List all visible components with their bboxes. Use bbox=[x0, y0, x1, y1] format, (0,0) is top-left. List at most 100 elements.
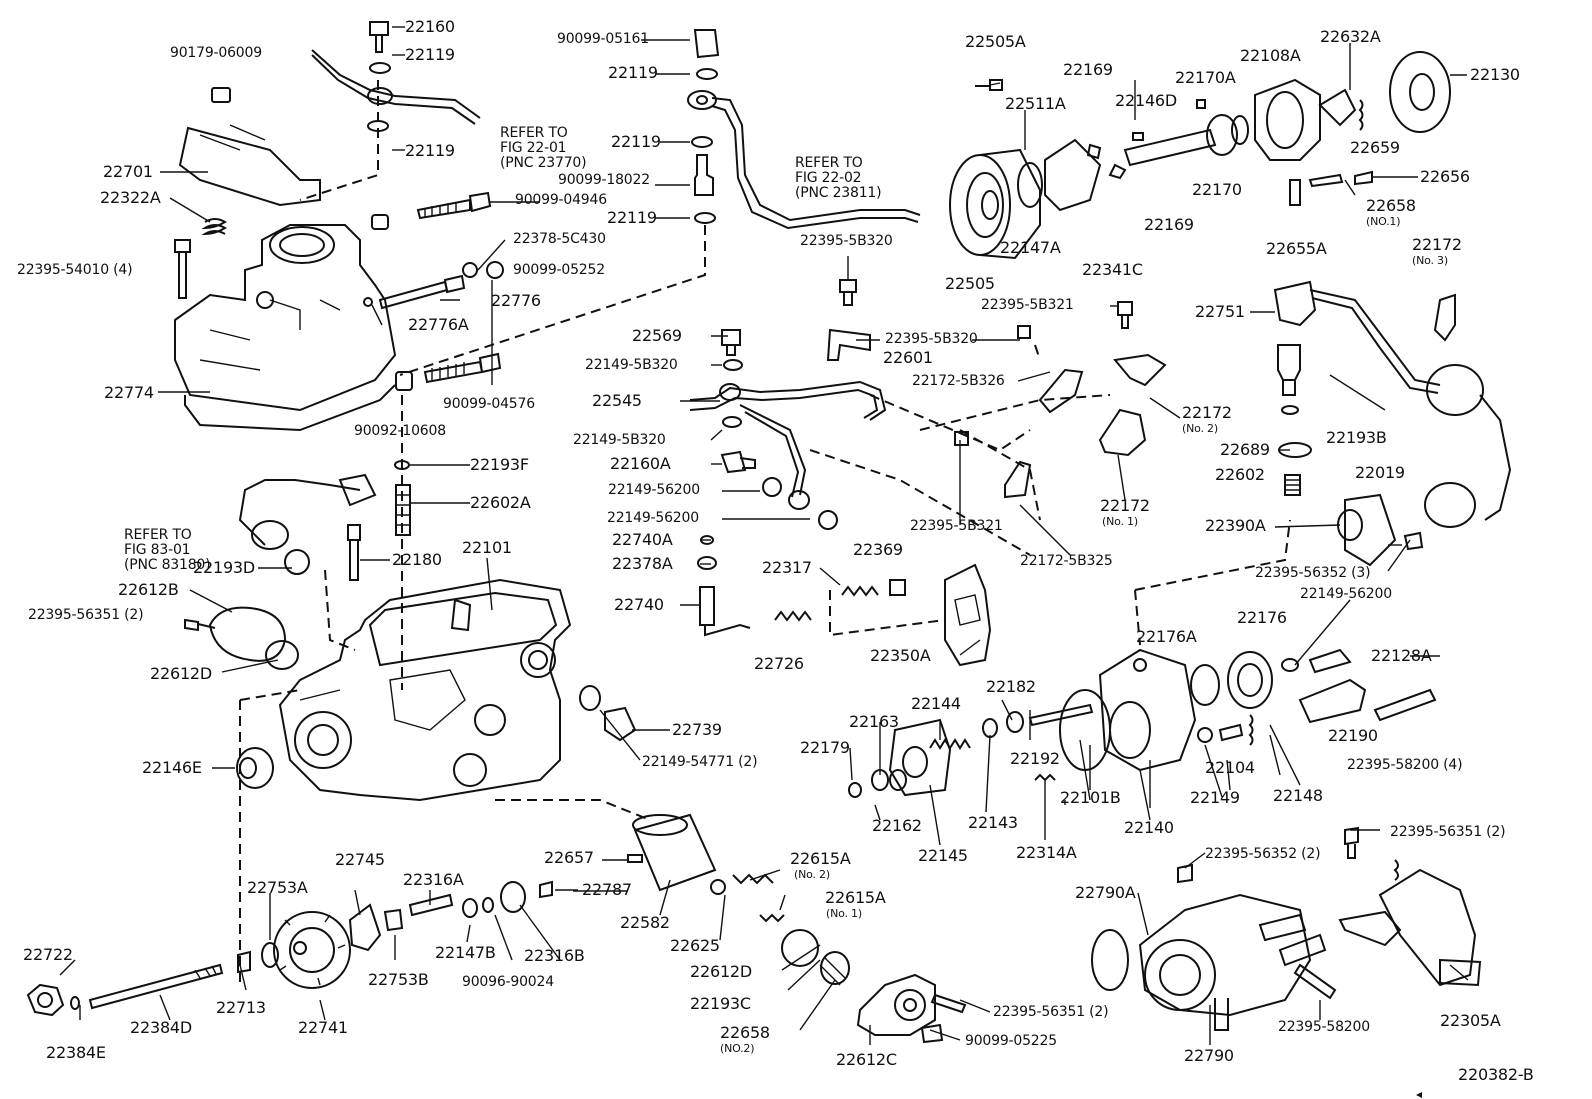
part-label-22149-56200: 22149-56200 bbox=[608, 482, 700, 498]
part-label-22790: 22790 bbox=[1184, 1046, 1234, 1065]
part-label-22140: 22140 bbox=[1124, 818, 1174, 837]
part-label-22193B: 22193B bbox=[1326, 428, 1387, 447]
part-label-90099-18022: 90099-18022 bbox=[558, 172, 650, 188]
part-label-90099-05225: 90099-05225 bbox=[965, 1033, 1057, 1049]
part-label-22180: 22180 bbox=[392, 550, 442, 569]
part-label-22378A: 22378A bbox=[612, 554, 673, 573]
part-label-22193F: 22193F bbox=[470, 455, 529, 474]
part-label-90092-10608: 90092-10608 bbox=[354, 423, 446, 439]
part-label-22658-no1: 22658 bbox=[1366, 196, 1416, 215]
part-label-22146E: 22146E bbox=[142, 758, 202, 777]
part-label-22569: 22569 bbox=[632, 326, 682, 345]
part-label-22163: 22163 bbox=[849, 712, 899, 731]
part-label-22108A: 22108A bbox=[1240, 46, 1301, 65]
part-label-22149-56200: 22149-56200 bbox=[607, 510, 699, 526]
part-label-22130: 22130 bbox=[1470, 65, 1520, 84]
part-label-22601: 22601 bbox=[883, 348, 933, 367]
part-label-22395-5B320: 22395-5B320 bbox=[885, 331, 978, 347]
part-label-22739: 22739 bbox=[672, 720, 722, 739]
part-label-22169: 22169 bbox=[1144, 215, 1194, 234]
part-label-22119: 22119 bbox=[611, 132, 661, 151]
part-label-22390A: 22390A bbox=[1205, 516, 1266, 535]
part-label-22701: 22701 bbox=[103, 162, 153, 181]
part-label-22176A: 22176A bbox=[1136, 627, 1197, 646]
part-label-22395-58200: 22395-58200 bbox=[1278, 1019, 1370, 1035]
part-label-22172-5B325: 22172-5B325 bbox=[1020, 553, 1113, 569]
part-label-22505: 22505 bbox=[945, 274, 995, 293]
part-label-22625: 22625 bbox=[670, 936, 720, 955]
part-label-22119: 22119 bbox=[608, 63, 658, 82]
part-label-22776A: 22776A bbox=[408, 315, 469, 334]
part-label-22395-54010: 22395-54010 (4) bbox=[17, 262, 133, 278]
part-label-22658-no2: 22658 bbox=[720, 1023, 770, 1042]
part-label-22655A: 22655A bbox=[1266, 239, 1327, 258]
part-label-22172-5B326: 22172-5B326 bbox=[912, 373, 1005, 389]
part-label-22119: 22119 bbox=[405, 141, 455, 160]
part-label-22656: 22656 bbox=[1420, 167, 1470, 186]
part-label-22176: 22176 bbox=[1237, 608, 1287, 627]
part-label-22602A: 22602A bbox=[470, 493, 531, 512]
part-label-22350A: 22350A bbox=[870, 646, 931, 665]
part-label-22726: 22726 bbox=[754, 654, 804, 673]
part-label-22160A: 22160A bbox=[610, 454, 671, 473]
part-label-22395-58200-4: 22395-58200 (4) bbox=[1347, 757, 1463, 773]
part-label-22632A: 22632A bbox=[1320, 27, 1381, 46]
part-label-22149-5B320: 22149-5B320 bbox=[585, 357, 678, 373]
assembly-dashed-lines bbox=[239, 80, 1291, 985]
part-label-22395-56352: 22395-56352 (2) bbox=[1205, 846, 1321, 862]
part-label-22395-56351: 22395-56351 (2) bbox=[1390, 824, 1506, 840]
part-label-22322A: 22322A bbox=[100, 188, 161, 207]
part-label-22395-5B321: 22395-5B321 bbox=[981, 297, 1074, 313]
part-label-22369: 22369 bbox=[853, 540, 903, 559]
part-label-22162: 22162 bbox=[872, 816, 922, 835]
part-label-22144: 22144 bbox=[911, 694, 961, 713]
part-label-22170: 22170 bbox=[1192, 180, 1242, 199]
part-label-22148: 22148 bbox=[1273, 786, 1323, 805]
part-label-90099-04576: 90099-04576 bbox=[443, 396, 535, 412]
part-label-22145: 22145 bbox=[918, 846, 968, 865]
part-label-22149-56200: 22149-56200 bbox=[1300, 586, 1392, 602]
part-label-22582: 22582 bbox=[620, 913, 670, 932]
part-label-90099-04946: 90099-04946 bbox=[515, 192, 607, 208]
part-label-22612D: 22612D bbox=[690, 962, 753, 981]
part-label-22505A: 22505A bbox=[965, 32, 1026, 51]
part-label-22019: 22019 bbox=[1355, 463, 1405, 482]
part-label-22657: 22657 bbox=[544, 848, 594, 867]
part-label-22179: 22179 bbox=[800, 738, 850, 757]
part-label-22193C: 22193C bbox=[690, 994, 751, 1013]
part-label-22317: 22317 bbox=[762, 558, 812, 577]
part-label-22341C: 22341C bbox=[1082, 260, 1143, 279]
part-label-22101: 22101 bbox=[462, 538, 512, 557]
part-label-22713: 22713 bbox=[216, 998, 266, 1017]
part-label-22143: 22143 bbox=[968, 813, 1018, 832]
part-label-22172-no3: 22172 bbox=[1412, 235, 1462, 254]
part-label-22172-no2-sub: (No. 2) bbox=[1182, 422, 1218, 435]
part-label-22395-56351: 22395-56351 (2) bbox=[993, 1004, 1109, 1020]
part-label-22612C: 22612C bbox=[836, 1050, 897, 1069]
part-label-90099-05252: 90099-05252 bbox=[513, 262, 605, 278]
diagram-id: 220382-B bbox=[1458, 1065, 1534, 1084]
part-label-22659: 22659 bbox=[1350, 138, 1400, 157]
part-label-22149: 22149 bbox=[1190, 788, 1240, 807]
part-label-22193D: 22193D bbox=[193, 558, 256, 577]
part-label-22146D: 22146D bbox=[1115, 91, 1178, 110]
part-label-90096-90024: 90096-90024 bbox=[462, 974, 554, 990]
part-label-22790A: 22790A bbox=[1075, 883, 1136, 902]
part-label-22395-5B320: 22395-5B320 bbox=[800, 233, 893, 249]
part-label-22612B: 22612B bbox=[118, 580, 179, 599]
part-label-22787: 22787 bbox=[582, 880, 632, 899]
part-label-22689: 22689 bbox=[1220, 440, 1270, 459]
part-label-22395-5B321: 22395-5B321 bbox=[910, 518, 1003, 534]
part-label-22384D: 22384D bbox=[130, 1018, 193, 1037]
part-label-22170A: 22170A bbox=[1175, 68, 1236, 87]
part-label-22378-5C430: 22378-5C430 bbox=[513, 231, 606, 247]
part-label-22776: 22776 bbox=[491, 291, 541, 310]
part-label-22774: 22774 bbox=[104, 383, 154, 402]
part-label-22192: 22192 bbox=[1010, 749, 1060, 768]
part-label-22104: 22104 bbox=[1205, 758, 1255, 777]
part-label-22149-54771: 22149-54771 (2) bbox=[642, 754, 758, 770]
part-label-22740A: 22740A bbox=[612, 530, 673, 549]
part-label-22172-no2: 22172 bbox=[1182, 403, 1232, 422]
